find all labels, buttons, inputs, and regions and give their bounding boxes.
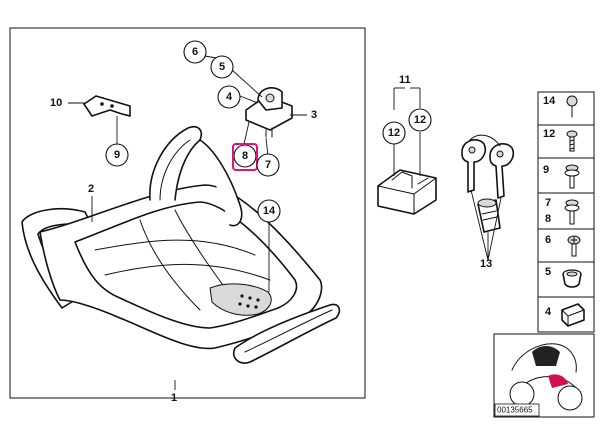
svg-text:7: 7 — [265, 159, 271, 171]
callout-7[interactable]: 7 — [256, 153, 280, 177]
callout-11[interactable]: 11 — [399, 74, 411, 86]
callout-2[interactable]: 2 — [88, 183, 94, 195]
legend-label-8: 8 — [545, 213, 551, 225]
flange-screw-icon — [564, 199, 580, 225]
svg-text:12: 12 — [388, 127, 400, 139]
legend-label-7: 7 — [545, 197, 551, 209]
svg-text:8: 8 — [242, 150, 248, 162]
callout-5[interactable]: 5 — [210, 55, 234, 79]
svg-text:4: 4 — [226, 91, 233, 103]
legend-label-14: 14 — [543, 95, 556, 107]
parts-legend: 14 12 9 7 8 6 5 4 — [537, 91, 595, 333]
svg-text:5: 5 — [219, 61, 225, 73]
svg-text:14: 14 — [263, 205, 276, 217]
callout-9[interactable]: 9 — [105, 143, 129, 167]
thumbnail-id: 00135665 — [497, 406, 533, 415]
callout-1[interactable]: 1 — [171, 392, 177, 404]
screw-icon — [566, 130, 578, 152]
callout-4[interactable]: 4 — [217, 85, 241, 109]
bracket-part — [83, 95, 131, 117]
knob-icon — [566, 95, 578, 118]
callout-14[interactable]: 14 — [257, 199, 281, 223]
callout-12-left[interactable]: 12 — [382, 121, 406, 145]
svg-text:6: 6 — [192, 46, 198, 58]
main-assembly-frame — [9, 27, 366, 399]
svg-text:12: 12 — [414, 114, 426, 126]
svg-text:11: 11 — [399, 74, 411, 86]
callout-10[interactable]: 10 — [50, 97, 62, 109]
svg-text:3: 3 — [311, 109, 317, 121]
legend-label-5: 5 — [545, 266, 551, 278]
callout-12-right[interactable]: 12 — [408, 108, 432, 132]
svg-text:13: 13 — [480, 258, 492, 270]
ring-icon — [562, 269, 582, 288]
rubber-block-drawing — [377, 169, 437, 215]
keys-and-lock-drawing — [461, 134, 515, 233]
legend-label-4: 4 — [545, 306, 552, 318]
phillips-screw-icon — [567, 235, 581, 257]
svg-text:9: 9 — [114, 149, 120, 161]
callout-13[interactable]: 13 — [480, 258, 492, 270]
leader-lines — [68, 55, 502, 390]
pad-icon — [561, 303, 585, 327]
lock-catch-drawing — [245, 87, 293, 138]
legend-label-6: 6 — [545, 234, 551, 246]
legend-label-9: 9 — [543, 164, 549, 176]
callout-8[interactable]: 8 — [232, 143, 258, 171]
svg-text:10: 10 — [50, 97, 62, 109]
motorcycle-thumbnail: 00135665 — [493, 333, 595, 418]
highlight-box — [232, 143, 258, 171]
luggage-rack-drawing — [21, 125, 341, 364]
legend-label-12: 12 — [543, 128, 555, 140]
washer-screw-icon — [564, 164, 580, 189]
svg-text:2: 2 — [88, 183, 94, 195]
callout-6[interactable]: 6 — [183, 40, 207, 64]
svg-text:1: 1 — [171, 392, 177, 404]
callout-3[interactable]: 3 — [311, 109, 317, 121]
